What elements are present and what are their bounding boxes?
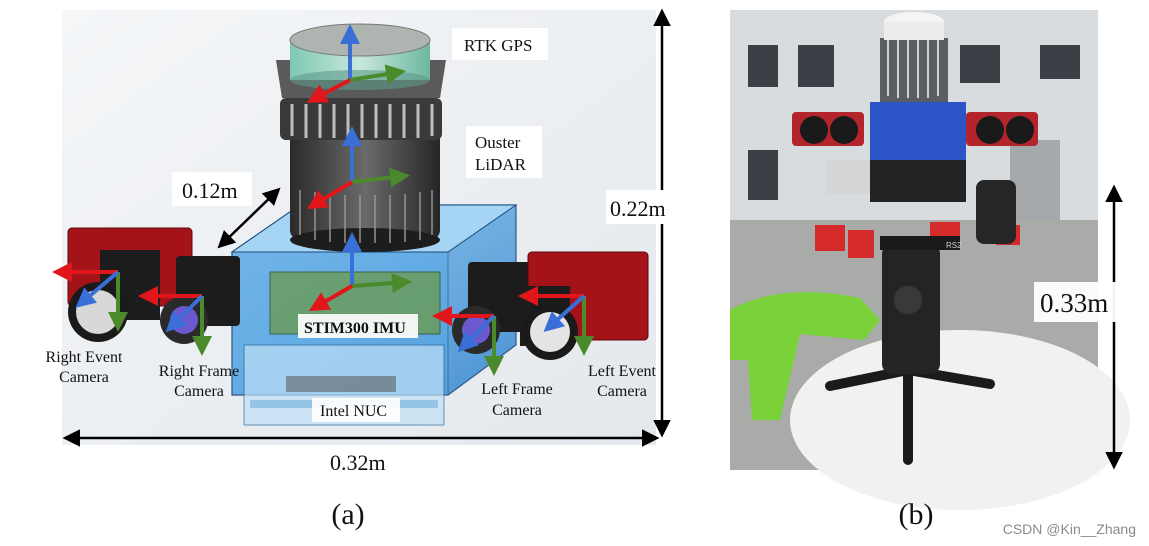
- rtk-gps-label-box: [452, 28, 548, 60]
- frame-imu-axes: [308, 232, 412, 312]
- dim-012-arrow: [217, 187, 281, 249]
- left-event-label-line1: Left Event: [588, 363, 657, 380]
- panel-a-caption: (a): [331, 498, 364, 531]
- dim-033-label: 0.33m: [1040, 288, 1108, 318]
- frame-left-frame-axes: [432, 306, 504, 376]
- dim-033-label-box: [1034, 282, 1126, 322]
- frame-left-event-axes: [518, 286, 594, 356]
- sensor-rig: [792, 102, 1038, 202]
- dim-012-label: 0.12m: [182, 178, 238, 203]
- ouster-label-line2: LiDAR: [475, 155, 527, 174]
- right-frame-label-line2: Camera: [174, 383, 224, 400]
- ouster-label-line1: Ouster: [475, 133, 521, 152]
- imu-label: STIM300 IMU: [304, 320, 406, 337]
- nuc-label-box: [312, 398, 400, 422]
- dim-032-label: 0.32m: [330, 450, 386, 475]
- right-event-label-line1: Right Event: [46, 349, 123, 366]
- gps-antenna-photo: [884, 12, 944, 40]
- left-event-label-line2: Camera: [597, 383, 647, 400]
- imu-label-box: [298, 314, 418, 338]
- rtk-gps-antenna: [276, 23, 446, 98]
- right-event-label-line2: Camera: [59, 369, 109, 386]
- dim-022-label-box: [606, 190, 674, 224]
- frame-right-frame-axes: [138, 286, 212, 356]
- ouster-label-box: [466, 126, 542, 178]
- gimbal-handle: RS2: [880, 180, 1016, 374]
- green-chair: [730, 292, 880, 420]
- nuc-label: Intel NUC: [320, 403, 387, 420]
- right-frame-label-line1: Right Frame: [159, 363, 239, 380]
- watermark: CSDN @Kin__Zhang: [1003, 521, 1136, 537]
- dim-022-label: 0.22m: [610, 196, 666, 221]
- frame-gps-axes: [306, 24, 406, 103]
- rtk-gps-label: RTK GPS: [464, 36, 532, 55]
- panel-a-render: RTK GPS Ouster LiDAR STIM300 IMU Intel N…: [46, 8, 674, 531]
- frame-lidar-axes: [306, 126, 410, 210]
- rs2-label: RS2: [946, 241, 962, 250]
- round-table: [790, 330, 1130, 510]
- frame-right-event-axes: [52, 262, 128, 332]
- panel-b-photo: RS2: [730, 10, 1130, 510]
- left-frame-label-line2: Camera: [492, 402, 542, 419]
- lidar-photo: [880, 38, 948, 102]
- left-frame-label-line1: Left Frame: [481, 381, 553, 398]
- ouster-lidar: [280, 98, 442, 252]
- panel-b-caption: (b): [899, 498, 934, 531]
